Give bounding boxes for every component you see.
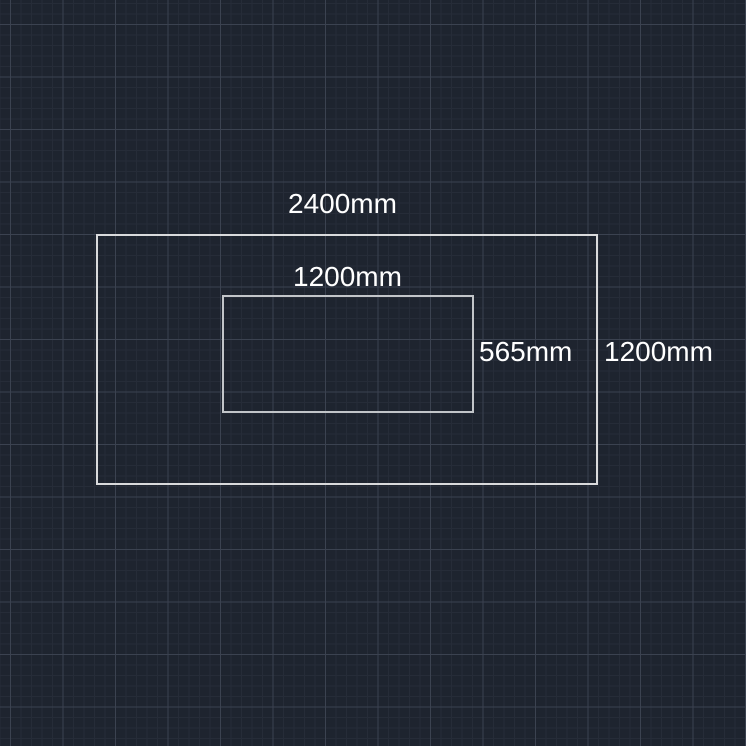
outer-rectangle-shape[interactable] xyxy=(96,234,598,485)
inner-rectangle-shape[interactable] xyxy=(222,295,474,413)
inner-width-dimension-label: 1200mm xyxy=(293,261,402,292)
outer-height-dimension-label: 1200mm xyxy=(604,336,713,367)
outer-width-dimension-label: 2400mm xyxy=(288,188,397,219)
inner-height-dimension-label: 565mm xyxy=(479,336,573,367)
